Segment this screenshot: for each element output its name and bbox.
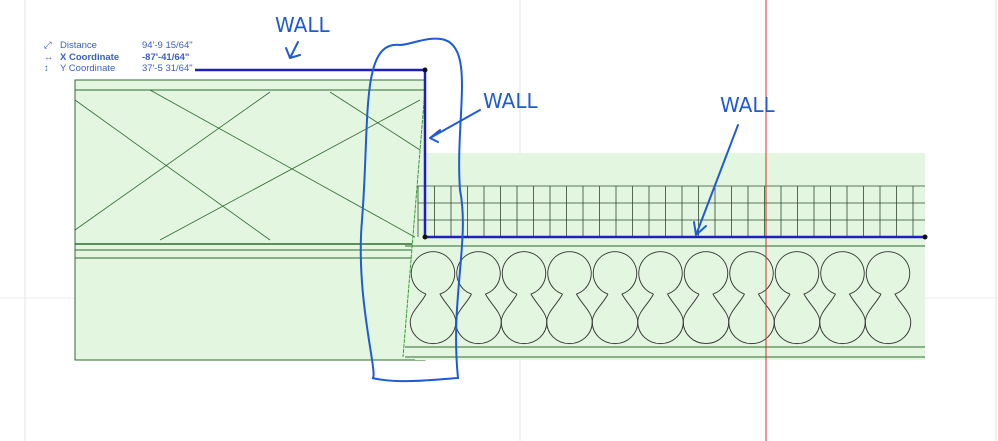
distance-row: ⤢ Distance 94'-9 15/64" [44,40,193,52]
left-wall-section[interactable] [74,79,426,361]
y-coordinate-row: ↕ Y Coordinate 37'-5 31/64" [44,63,193,75]
x-coordinate-row: ↔ X Coordinate -87'-41/64" [44,52,193,64]
y-coordinate-label: Y Coordinate [60,63,116,74]
x-coordinate-label: X Coordinate [60,51,120,63]
x-coordinate-value: -87'-41/64" [142,51,190,63]
node-point[interactable] [922,234,928,240]
hand-annotations [285,37,739,383]
wall-annotation: WALL [275,13,331,37]
vertical-arrow-icon: ↕ [44,63,49,74]
node-point[interactable] [422,234,428,240]
insulation-batting [409,251,912,345]
y-coordinate-value: 37'-5 31/64" [142,63,193,74]
horizontal-arrow-icon: ↔ [44,51,54,63]
diagonal-arrow-icon: ⤢ [44,40,52,51]
wall-labels: WALL WALL WALL [275,13,776,117]
wall-annotation: WALL [483,89,539,113]
distance-value: 94'-9 15/64" [142,40,193,51]
right-floor-section[interactable] [402,89,925,360]
distance-label: Distance [60,40,97,51]
wall-reference-line[interactable] [195,68,925,239]
node-point[interactable] [422,67,428,73]
highlight-loop [359,37,464,383]
coordinate-readout: ⤢ Distance 94'-9 15/64" ↔ X Coordinate -… [44,40,193,75]
wall-annotation: WALL [720,93,776,117]
